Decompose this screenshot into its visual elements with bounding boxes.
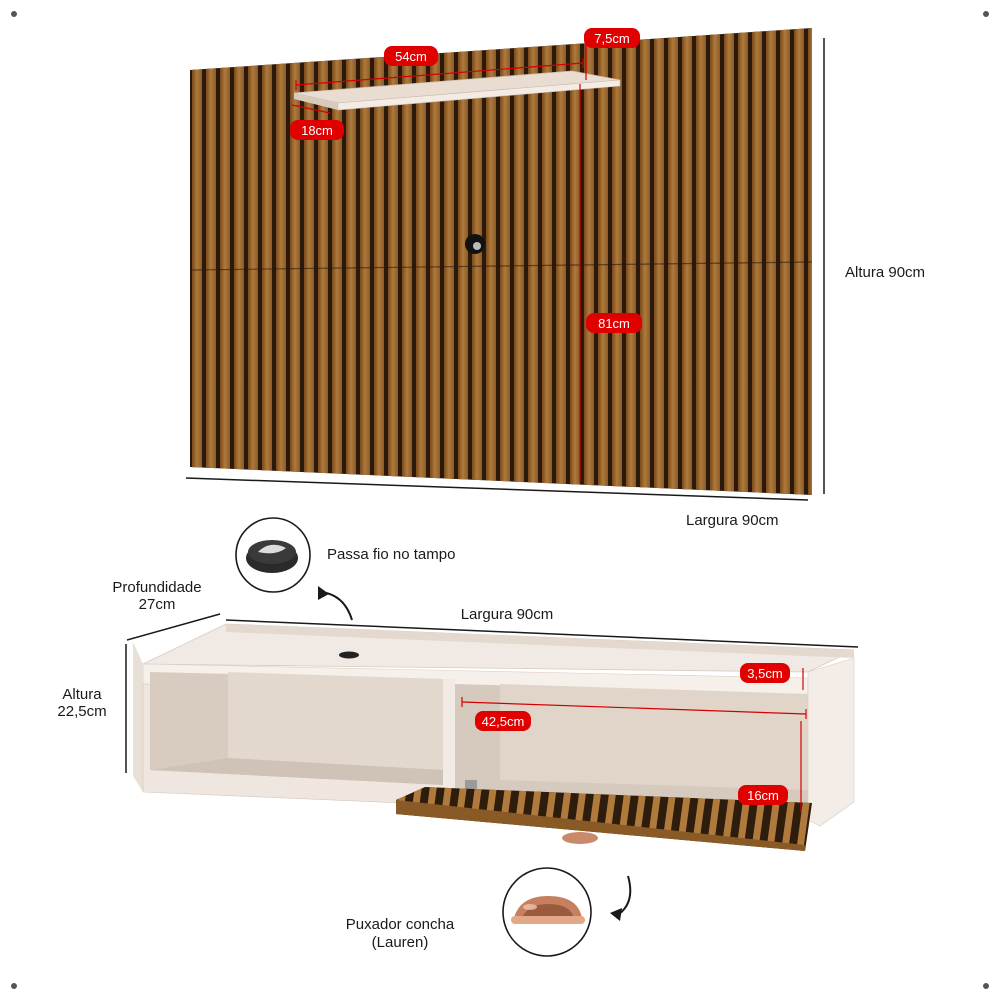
rack-grommet-icon (339, 651, 359, 659)
svg-text:3,5cm: 3,5cm (747, 666, 782, 681)
wood-slat (724, 28, 734, 495)
grommet-callout: Passa fio no tampo (235, 517, 455, 621)
svg-text:81cm: 81cm (598, 316, 630, 331)
tag-top-lip: 3,5cm (740, 663, 790, 683)
wood-slat (290, 28, 300, 495)
tag-height-to-shelf: 81cm (586, 313, 642, 333)
wood-slat (766, 28, 776, 495)
tag-inner-height: 16cm (738, 785, 788, 805)
door-handle-icon (562, 832, 598, 844)
cable-grommet-icon (246, 540, 298, 573)
corner-marks (11, 11, 989, 989)
wood-slat (710, 28, 720, 495)
panel-width-label: Largura 90cm (686, 512, 779, 529)
rack-measure-lines (461, 668, 807, 812)
wood-slat (444, 28, 454, 495)
svg-text:42,5cm: 42,5cm (482, 714, 525, 729)
rack-dimension-lines (125, 613, 859, 773)
rack-height-label-line2: 22,5cm (57, 703, 106, 720)
wood-slat (486, 28, 496, 495)
wood-slat (304, 28, 314, 495)
slatted-wall-panel (189, 28, 813, 495)
wood-slat (416, 28, 426, 495)
wood-slat (192, 28, 202, 495)
panel-measure-lines (291, 45, 587, 482)
wood-slat (668, 28, 678, 495)
handle-label-line2: (Lauren) (372, 934, 429, 951)
wood-slat (682, 28, 692, 495)
wood-slat (556, 28, 566, 495)
wood-slat (360, 28, 370, 495)
wood-slat (542, 28, 552, 495)
wood-slat (528, 28, 538, 495)
wood-slat (752, 28, 762, 495)
wood-slat (640, 28, 650, 495)
wood-slat (318, 28, 328, 495)
wood-slat (472, 28, 482, 495)
tag-shelf-thickness: 7,5cm (584, 28, 640, 48)
tag-shelf-depth: 18cm (290, 120, 344, 140)
wood-slat (234, 28, 244, 495)
rack-height-label-line1: Altura (62, 686, 102, 703)
wood-slat (654, 28, 664, 495)
handle-callout: Puxador concha (Lauren) (346, 867, 632, 957)
wood-slat (794, 28, 804, 495)
wood-slat (500, 28, 510, 495)
wood-slat (570, 28, 580, 495)
wood-slat (598, 28, 608, 495)
floating-rack (133, 623, 855, 827)
tag-shelf-width: 54cm (384, 46, 438, 66)
wood-slat (626, 28, 636, 495)
wood-slat (696, 28, 706, 495)
wood-slat (346, 28, 356, 495)
wood-slat (248, 28, 258, 495)
wood-slat (612, 28, 622, 495)
door-slat (781, 787, 797, 851)
wood-slat (220, 28, 230, 495)
svg-text:18cm: 18cm (301, 123, 333, 138)
rack-width-label: Largura 90cm (461, 606, 554, 623)
wood-slat (388, 28, 398, 495)
panel-slats (192, 28, 812, 495)
tag-inner-width: 42,5cm (475, 711, 531, 731)
handle-label-line1: Puxador concha (346, 916, 455, 933)
wood-slat (738, 28, 748, 495)
svg-text:7,5cm: 7,5cm (594, 31, 629, 46)
shell-handle-icon (511, 896, 585, 924)
wood-slat (402, 28, 412, 495)
svg-text:54cm: 54cm (395, 49, 427, 64)
rack-depth-label-line2: 27cm (139, 596, 176, 613)
wood-slat (584, 28, 594, 495)
door-slat (721, 787, 737, 851)
floating-shelf (293, 70, 621, 111)
hinge-left-icon (465, 780, 477, 790)
wood-slat (332, 28, 342, 495)
wood-slat (262, 28, 272, 495)
wood-slat (206, 28, 216, 495)
wood-slat (430, 28, 440, 495)
rack-depth-label-line1: Profundidade (112, 579, 201, 596)
wood-slat (458, 28, 468, 495)
wood-slat (276, 28, 286, 495)
panel-dimension-lines (185, 38, 825, 501)
wood-slat (808, 28, 812, 495)
wood-slat (780, 28, 790, 495)
wood-slat (514, 28, 524, 495)
panel-height-label: Altura 90cm (845, 264, 925, 281)
wood-slat (374, 28, 384, 495)
svg-text:16cm: 16cm (747, 788, 779, 803)
grommet-label: Passa fio no tampo (327, 546, 455, 563)
